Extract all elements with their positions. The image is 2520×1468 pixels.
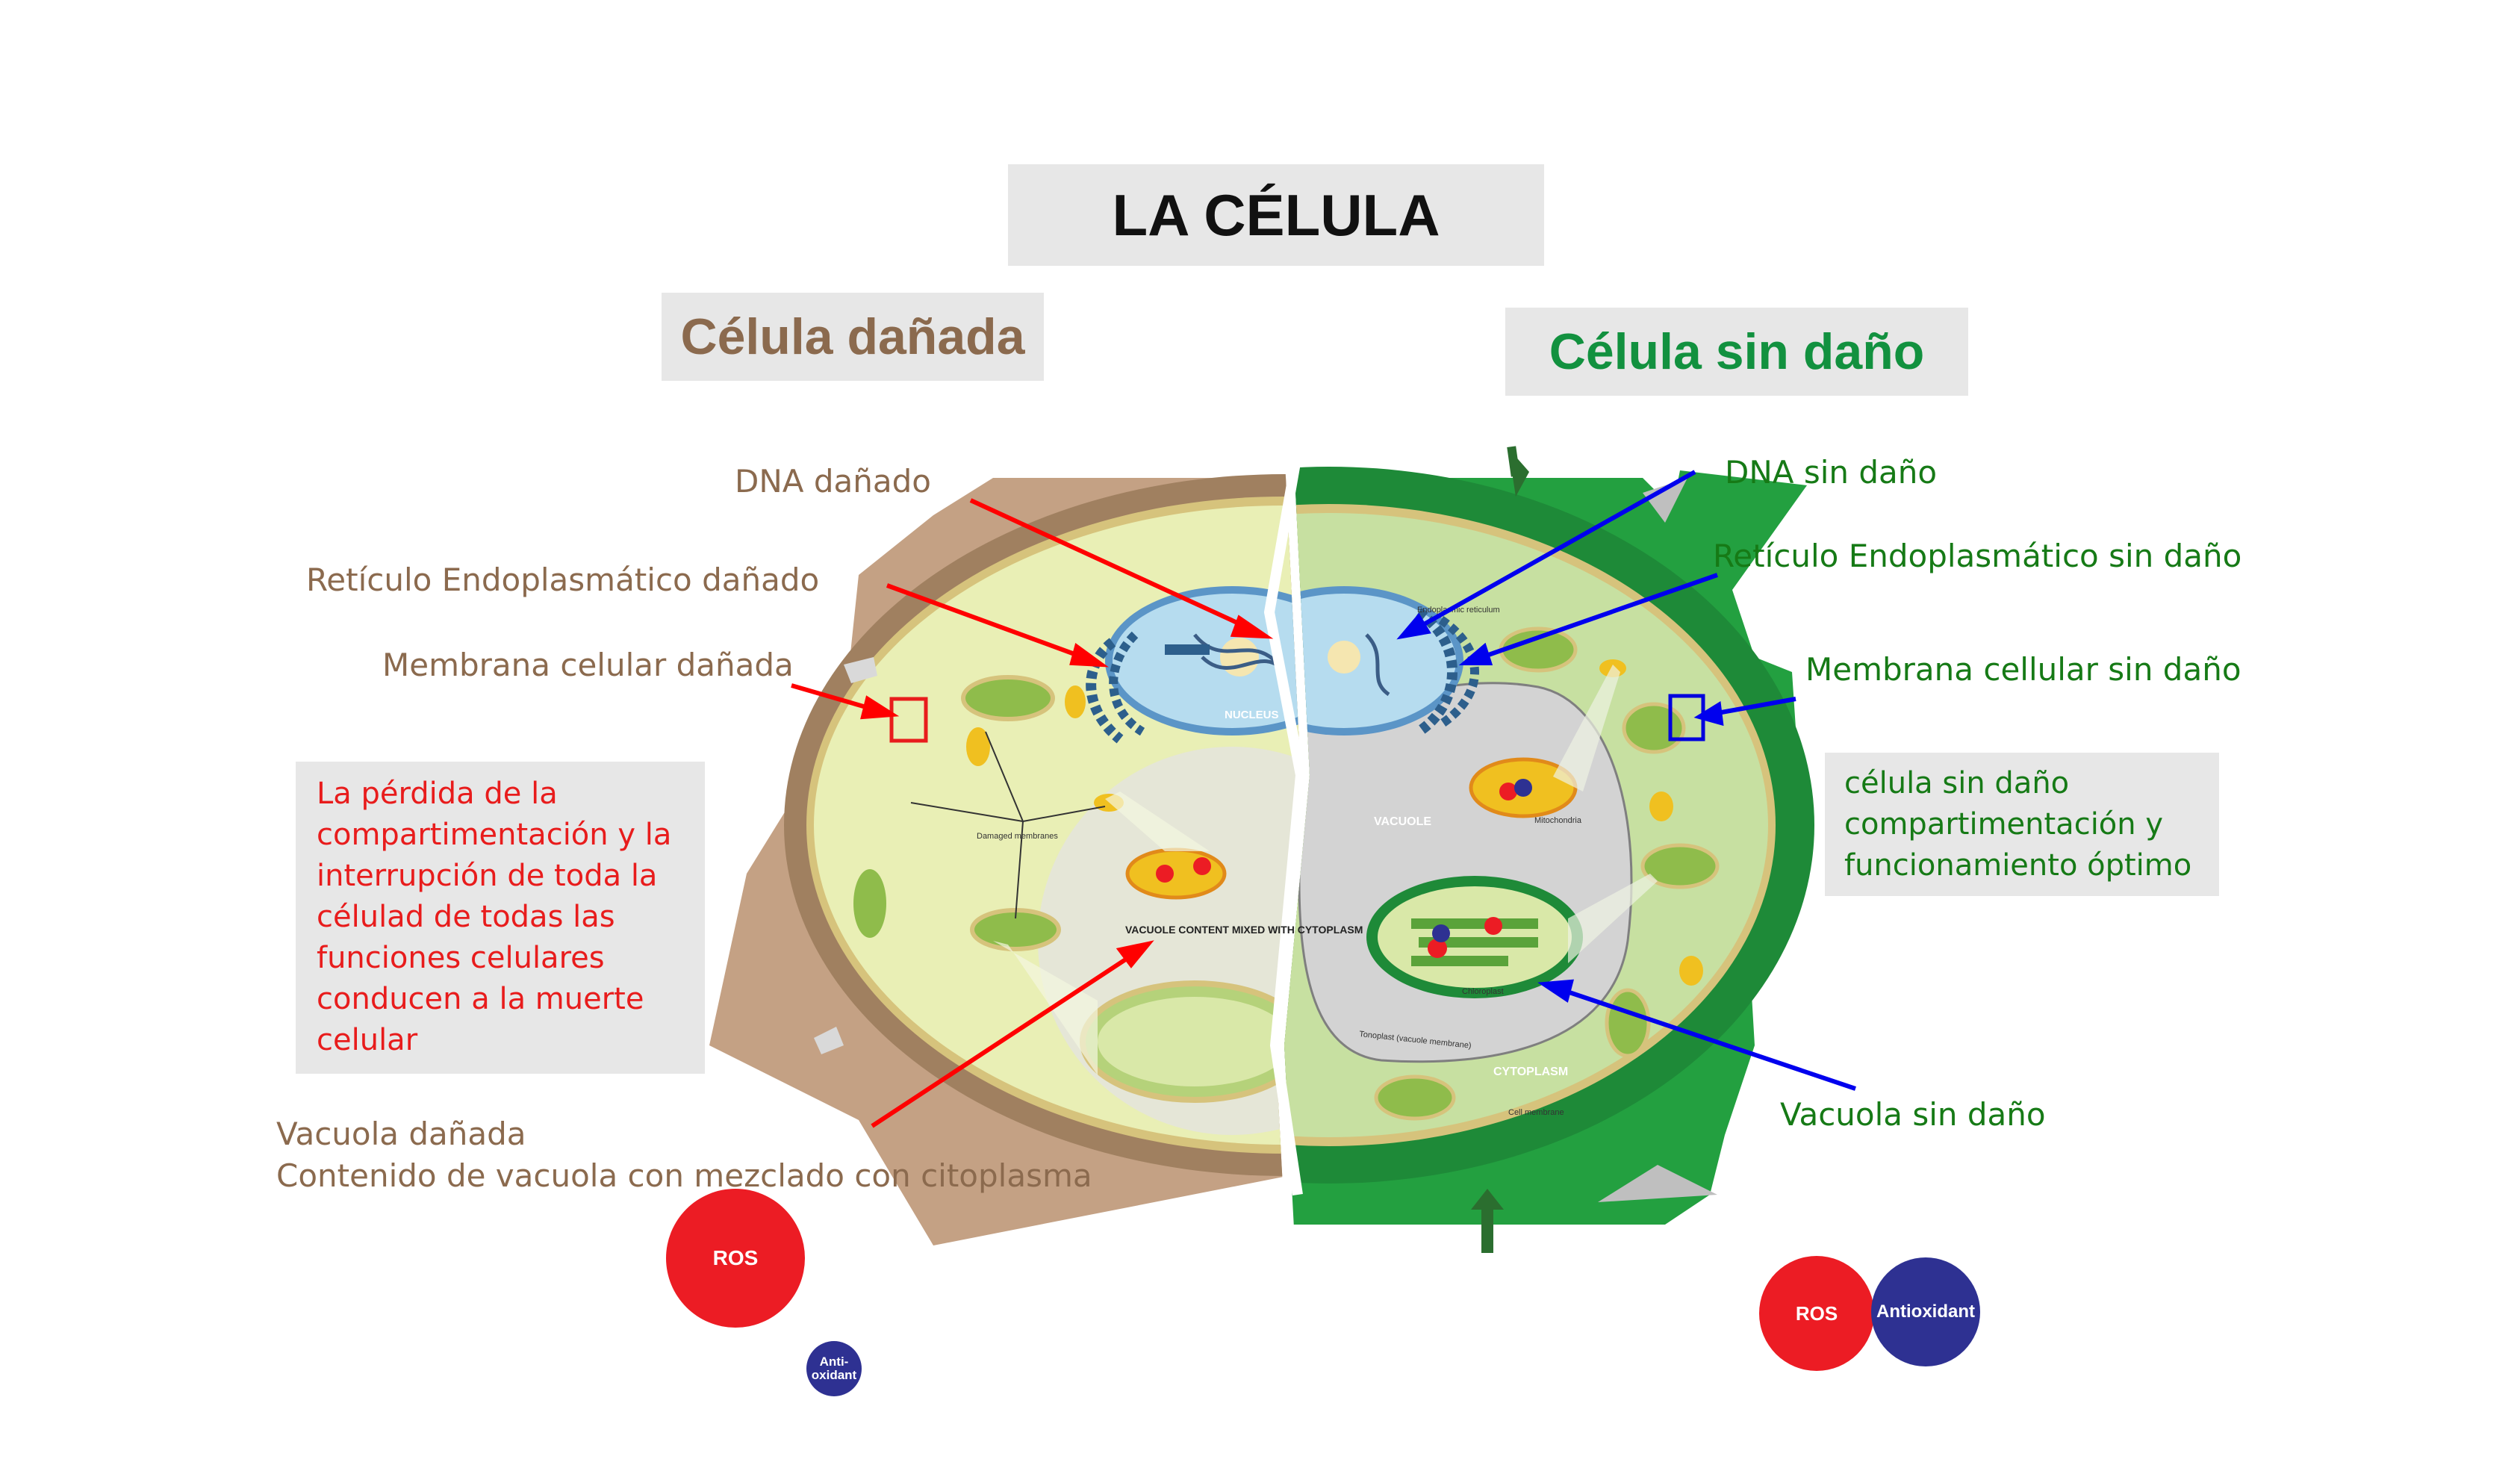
ros-circle-right: ROS	[1759, 1256, 1874, 1371]
healthy-er-label: Retículo Endoplasmático sin daño	[1713, 538, 2242, 574]
healthy-info-text: célula sin daño compartimentación y func…	[1844, 766, 2192, 883]
healthy-info-box: célula sin daño compartimentación y func…	[1825, 753, 2219, 896]
healthy-vacuole-label: Vacuola sin daño	[1780, 1096, 2046, 1133]
damaged-dna-label: DNA dañado	[735, 463, 931, 500]
vacuole-mixed-label: VACUOLE CONTENT MIXED WITH CYTOPLASM	[1125, 924, 1363, 936]
damaged-vacuole-label: Vacuola dañada	[276, 1116, 526, 1152]
cytoplasm-label: CYTOPLASM	[1493, 1066, 1568, 1078]
page-title: LA CÉLULA	[1112, 181, 1440, 248]
mitochondria-label: Mitochondria	[1534, 816, 1582, 825]
damaged-header-box: Célula dañada	[662, 293, 1044, 381]
antioxidant-circle-right: Antioxidant	[1871, 1257, 1980, 1366]
damaged-arrows	[791, 498, 1274, 1128]
healthy-dna-label: DNA sin daño	[1725, 454, 1938, 491]
damaged-info-box: La pérdida de la compartimentación y la …	[296, 762, 705, 1074]
title-box: LA CÉLULA	[1008, 164, 1544, 266]
damaged-membrane-label: Membrana celular dañada	[382, 647, 794, 683]
damaged-info-text: La pérdida de la compartimentación y la …	[317, 777, 672, 1057]
damaged-header: Célula dañada	[680, 308, 1025, 365]
er-figure-label: Endoplasmic reticulum	[1417, 606, 1500, 615]
damaged-cell-half	[709, 474, 1301, 1245]
chloroplast-label: Chloroplast	[1462, 987, 1504, 996]
healthy-header-box: Célula sin daño	[1505, 308, 1968, 396]
nucleus-label: NUCLEUS	[1225, 709, 1279, 721]
ros-circle-left: ROS	[666, 1189, 805, 1328]
damaged-membranes-label: Damaged membranes	[977, 832, 1058, 841]
damaged-membrane-marker	[889, 697, 928, 743]
cell-membrane-label: Cell membrane	[1508, 1108, 1564, 1117]
damaged-vacuole-detail-label: Contenido de vacuola con mezclado con ci…	[276, 1157, 1092, 1194]
antioxidant-circle-left: Anti-oxidant	[806, 1341, 862, 1396]
damaged-er-label: Retículo Endoplasmático dañado	[306, 562, 820, 598]
vacuole-label: VACUOLE	[1374, 815, 1431, 828]
healthy-arrows	[1396, 470, 1856, 1091]
healthy-header: Célula sin daño	[1549, 323, 1925, 380]
healthy-membrane-label: Membrana cellular sin daño	[1805, 651, 2241, 688]
